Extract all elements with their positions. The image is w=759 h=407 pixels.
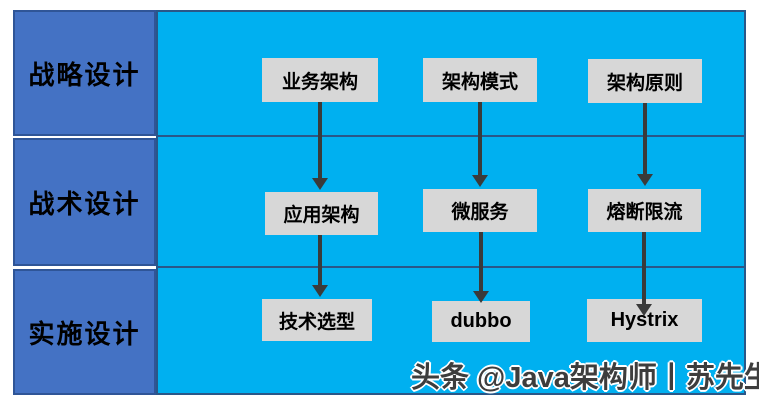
arrow-microservice-to-dubbo bbox=[473, 232, 489, 303]
arrow-head-icon bbox=[637, 174, 653, 186]
arrow-head-icon bbox=[312, 285, 328, 297]
arrow-circuit-breaker-to-hystrix bbox=[636, 232, 652, 316]
arrow-head-icon bbox=[472, 175, 488, 187]
arrow-business-to-application bbox=[312, 102, 328, 190]
arrow-shaft bbox=[642, 232, 646, 305]
arrow-application-to-technology bbox=[312, 235, 328, 297]
node-business-architecture: 业务架构 bbox=[262, 58, 378, 102]
watermark-text: 头条 @Java架构师丨苏先生 bbox=[411, 362, 759, 394]
node-architecture-principle: 架构原则 bbox=[588, 59, 702, 103]
arrow-pattern-to-microservice bbox=[472, 102, 488, 187]
row-header-strategic-design: 战略设计 bbox=[13, 10, 156, 136]
node-circuit-breaker-rate-limit: 熔断限流 bbox=[588, 189, 701, 232]
arrow-head-icon bbox=[312, 178, 328, 190]
arrow-shaft bbox=[318, 102, 322, 179]
node-hystrix: Hystrix bbox=[587, 299, 702, 342]
row-header-implementation-design: 实施设计 bbox=[13, 269, 156, 395]
node-technology-selection: 技术选型 bbox=[262, 299, 372, 341]
arrow-shaft bbox=[478, 102, 482, 176]
row-header-label: 战术设计 bbox=[28, 189, 141, 219]
node-application-architecture: 应用架构 bbox=[265, 192, 378, 235]
arrow-head-icon bbox=[473, 291, 489, 303]
node-microservice: 微服务 bbox=[423, 189, 537, 232]
node-architecture-pattern: 架构模式 bbox=[423, 58, 537, 102]
row-header-tactical-design: 战术设计 bbox=[13, 138, 156, 266]
arrow-head-icon bbox=[636, 304, 652, 316]
row-header-label: 战略设计 bbox=[28, 60, 141, 90]
row-header-label: 实施设计 bbox=[28, 319, 141, 349]
arrow-shaft bbox=[318, 235, 322, 286]
arrow-principle-to-circuit-breaker bbox=[637, 103, 653, 186]
arrow-shaft bbox=[643, 103, 647, 175]
arrow-shaft bbox=[479, 232, 483, 292]
node-dubbo: dubbo bbox=[432, 301, 530, 342]
